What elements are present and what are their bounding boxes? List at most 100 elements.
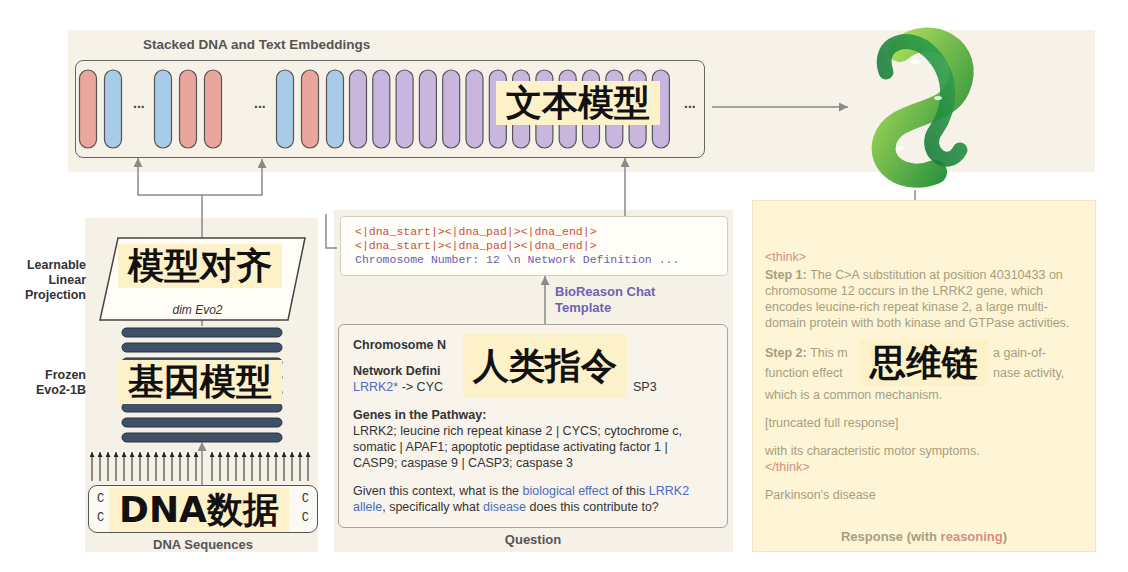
node-text: Given this context, what is the bbox=[353, 484, 519, 498]
text-cell: function effect bbox=[765, 363, 859, 383]
response-panel: 思维链 <think> Step 1:The C>A substitution at… bbox=[752, 200, 1096, 552]
text-row: 人类指令 bbox=[473, 334, 617, 398]
node-text: nase activity, bbox=[993, 366, 1064, 380]
middle-band bbox=[334, 210, 733, 552]
box-caption: DNA Sequences bbox=[89, 537, 317, 552]
text-row: DNA数据 bbox=[119, 488, 279, 532]
embedding-bar bbox=[466, 70, 483, 148]
embedding-bar bbox=[155, 70, 172, 148]
node-text: 思维链 bbox=[870, 342, 978, 383]
node-text: The C>A substitution at position 4031043… bbox=[765, 268, 1069, 330]
template-bracket bbox=[326, 214, 337, 248]
embedding-bar bbox=[350, 70, 367, 148]
node-text: Network Defini bbox=[353, 364, 441, 378]
embedding-panel: 文本模型Stacked DNA and Text Embeddings bbox=[75, 60, 705, 158]
question-box: 人类指令Chromosome NNetwork DefiniLRRK2*-> C… bbox=[338, 324, 728, 528]
dna-arrow bbox=[108, 452, 109, 481]
connector-arrow bbox=[624, 158, 626, 216]
text-row: 思维链 bbox=[870, 340, 978, 386]
node-text: a gain-of- bbox=[993, 346, 1046, 360]
dna-arrow bbox=[300, 452, 301, 481]
node-text: [truncated full response] bbox=[765, 416, 898, 430]
text-row: 模型对齐 bbox=[128, 244, 272, 288]
left-band bbox=[85, 218, 318, 552]
node-text: <think> bbox=[765, 250, 806, 264]
dna-arrow bbox=[308, 452, 309, 481]
text-row: <think> bbox=[765, 249, 1085, 265]
logo-dot bbox=[896, 146, 904, 150]
box-caption: Question bbox=[339, 532, 727, 547]
base-letter: C bbox=[302, 492, 309, 506]
ellipsis-mark: ... bbox=[254, 95, 266, 111]
chat-template-box: <|dna_start|><|dna_pad|><|dna_end|><|dna… bbox=[340, 216, 728, 276]
embedding-to-model-arrow bbox=[712, 106, 848, 108]
text-row: Chromosome Number: 12 \n Network Definit… bbox=[355, 253, 713, 267]
dna-arrow bbox=[172, 452, 173, 481]
projection-box: 模型对齐Learnable Linear Projectiondim Evo2 bbox=[100, 238, 305, 320]
edge-label: BioReason Chat Template bbox=[555, 284, 673, 316]
dna-arrow bbox=[228, 452, 229, 481]
node-text: </think> bbox=[765, 460, 809, 474]
dna-arrow bbox=[100, 452, 101, 481]
text-row: Given this context, what is the biologica… bbox=[353, 483, 713, 515]
embedding-bar bbox=[205, 70, 222, 148]
ellipsis-mark: ... bbox=[684, 95, 696, 111]
node-text: ) bbox=[1003, 529, 1007, 544]
text-cell: nase activity, bbox=[993, 363, 1064, 383]
node-text: <|dna_start|><|dna_pad|><|dna_end|> bbox=[355, 239, 597, 252]
node-text: DNA数据 bbox=[119, 489, 279, 530]
overlay-label: 文本模型 bbox=[496, 81, 660, 125]
node-text: with its characteristic motor symptoms. bbox=[765, 444, 980, 458]
node-text: SP3 bbox=[633, 379, 657, 395]
embedding-bar bbox=[277, 70, 294, 148]
logo-dot bbox=[934, 96, 942, 100]
evo2-layer-bar bbox=[122, 328, 282, 337]
text-row: Genes in the Pathway: bbox=[353, 407, 713, 423]
evo2-stack: 基因模型Frozen Evo2-1B bbox=[122, 326, 282, 442]
embedding-bar bbox=[180, 70, 197, 148]
model-logo bbox=[884, 40, 962, 176]
dna-arrow bbox=[132, 452, 133, 481]
side-label: Frozen Evo2-1B bbox=[14, 368, 86, 398]
base-letter: C bbox=[97, 511, 104, 525]
dna-arrow bbox=[156, 452, 157, 481]
embedding-bar bbox=[80, 70, 97, 148]
node-text: Parkinson's disease bbox=[765, 488, 876, 502]
embedding-bars bbox=[80, 70, 670, 148]
connector-arrow bbox=[138, 158, 202, 238]
node-text: <|dna_start|><|dna_pad|><|dna_end|> bbox=[355, 225, 597, 238]
connector-arrow bbox=[544, 276, 546, 324]
dna-arrow bbox=[188, 452, 189, 481]
embedding-bar bbox=[419, 70, 436, 148]
text-row: with its characteristic motor symptoms. bbox=[765, 443, 1085, 459]
side-label: Learnable Linear Projection bbox=[2, 258, 86, 303]
node-text: , specifically what bbox=[382, 500, 479, 514]
evo2-layer-bar bbox=[122, 433, 282, 442]
embedding-bar bbox=[105, 70, 122, 148]
text-row: <|dna_start|><|dna_pad|><|dna_end|> bbox=[355, 225, 713, 239]
dna-input-arrows bbox=[92, 452, 308, 481]
dna-arrow bbox=[252, 452, 253, 481]
overlay-label: 思维链 bbox=[860, 340, 988, 386]
node-text: biological effect bbox=[523, 484, 609, 498]
dna-arrow bbox=[164, 452, 165, 481]
panel-heading: Stacked DNA and Text Embeddings bbox=[143, 37, 370, 52]
text-row: Parkinson's disease bbox=[765, 487, 1085, 503]
base-letter: C bbox=[302, 511, 309, 525]
dna-arrow bbox=[148, 452, 149, 481]
text-row: which is a common mechanism. bbox=[765, 387, 1085, 403]
dna-arrow bbox=[260, 452, 261, 481]
logo-dot bbox=[910, 60, 920, 65]
node-text: Chromosome N bbox=[353, 338, 446, 352]
text-row: Step 1:The C>A substitution at position … bbox=[765, 267, 1085, 331]
dna-sequence-box: DNA数据CCCCDNA Sequences bbox=[88, 485, 318, 533]
dna-arrow bbox=[116, 452, 117, 481]
embedding-bar bbox=[443, 70, 460, 148]
embedding-bar bbox=[396, 70, 413, 148]
dna-arrow bbox=[140, 452, 141, 481]
node-text: Step 2: bbox=[765, 346, 807, 360]
text-row: </think> bbox=[765, 459, 1085, 475]
projection-parallelogram bbox=[100, 238, 305, 320]
dna-arrow bbox=[124, 452, 125, 481]
